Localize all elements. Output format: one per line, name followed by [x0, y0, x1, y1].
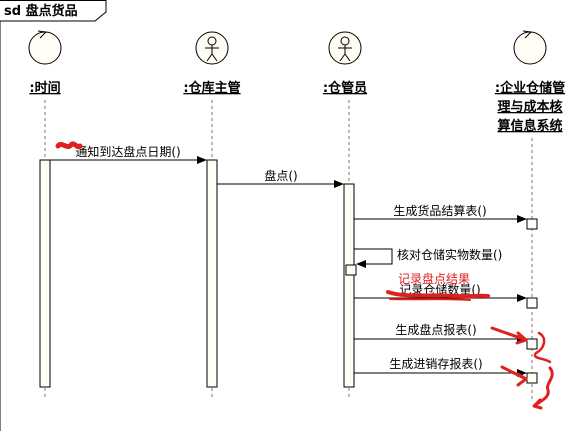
handwritten-note: 记录盘点结果 — [398, 271, 470, 286]
message-inventory: 盘点() — [217, 168, 344, 188]
activation-time — [39, 159, 51, 388]
activation-system-1 — [526, 218, 538, 230]
red-hook — [532, 366, 554, 410]
control-icon — [28, 30, 62, 65]
frame: sd 盘点货品 — [0, 0, 107, 431]
lifeline-system: :企业仓储管 理与成本核 算信息系统 — [495, 30, 565, 400]
red-squiggle — [533, 331, 552, 364]
message-notify-date: 通知到达盘点日期() — [50, 144, 207, 164]
red-annotations: 记录盘点结果 — [55, 141, 554, 410]
activation-system-2 — [526, 297, 538, 309]
message-label: 通知到达盘点日期() — [75, 144, 180, 159]
message-label: 核对仓储实物数量() — [397, 247, 502, 262]
message-label: 生成进销存报表() — [389, 356, 482, 371]
lifeline-manager: :仓库主管 — [183, 31, 241, 400]
frame-title: sd 盘点货品 — [4, 3, 78, 19]
red-scribble-1 — [55, 141, 83, 150]
message-label: 生成货品结算表() — [393, 203, 486, 218]
red-arrow-1 — [490, 326, 528, 345]
lifeline-label-system-3: 算信息系统 — [497, 118, 562, 134]
activation-self-call — [345, 264, 357, 276]
activation-system-3 — [526, 338, 538, 350]
activation-manager — [206, 159, 218, 388]
lifeline-label-system-1: :企业仓储管 — [495, 80, 565, 96]
lifeline-label-clerk: :仓管员 — [323, 80, 367, 96]
message-label: 记录仓储数量() — [399, 282, 480, 297]
lifeline-label-time: :时间 — [29, 80, 60, 96]
message-check-quantity: 核对仓储实物数量() — [354, 247, 502, 268]
lifeline-label-system-2: 理与成本核 — [497, 99, 562, 115]
actor-icon — [195, 31, 229, 65]
actor-icon — [328, 31, 362, 65]
message-label: 盘点() — [264, 168, 297, 183]
lifeline-label-manager: :仓库主管 — [183, 80, 240, 96]
control-icon — [513, 30, 547, 65]
red-scribble-2 — [386, 290, 490, 299]
red-arrow-2 — [500, 365, 528, 387]
activation-system-4 — [526, 372, 538, 384]
message-record-quantity: 记录仓储数量() — [354, 282, 527, 302]
message-generate-settlement: 生成货品结算表() — [354, 203, 527, 223]
activation-clerk — [343, 183, 355, 388]
message-label: 生成盘点报表() — [395, 322, 476, 337]
